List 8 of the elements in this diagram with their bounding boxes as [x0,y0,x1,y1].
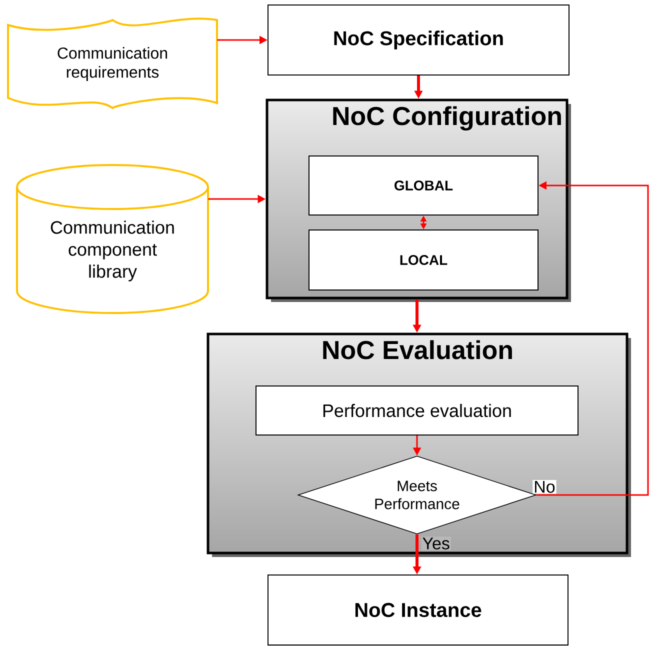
process-box: GLOBAL [308,156,538,216]
process-box: NoC Instance [268,574,568,646]
process-box: NoC Specification [268,4,570,76]
process-box: LOCAL [308,230,538,290]
edge-label: No [532,480,556,494]
edge-label: Yes [421,536,451,550]
database-cylinder: Communication component library [16,164,209,314]
process-box: Performance evaluation [256,386,578,436]
